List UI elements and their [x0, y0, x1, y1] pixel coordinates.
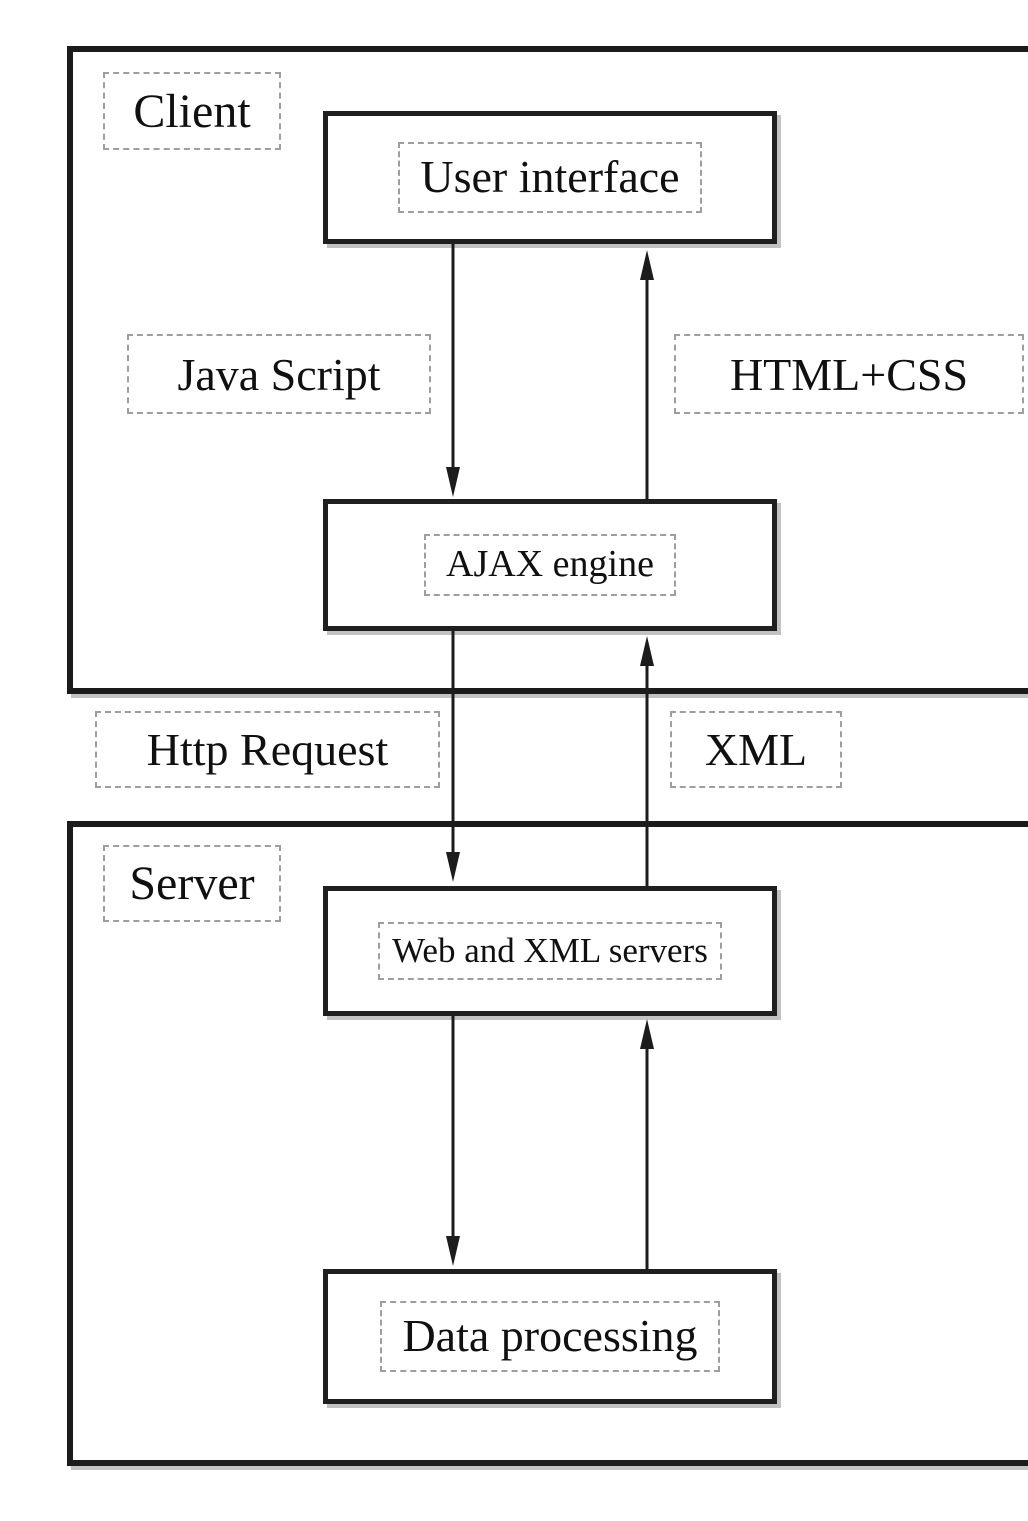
server-region-label: Server	[103, 845, 281, 922]
xml-edge-label: XML	[670, 711, 842, 788]
java-script-edge-label: Java Script	[127, 334, 431, 414]
data-processing-label: Data processing	[380, 1301, 720, 1372]
ajax-engine-node: AJAX engine	[323, 499, 777, 631]
http-request-edge-label: Http Request	[95, 711, 440, 788]
ajax-architecture-diagram: Client Server User interface AJAX engine…	[40, 16, 1028, 1505]
html-css-edge-label: HTML+CSS	[674, 334, 1024, 414]
ajax-engine-label: AJAX engine	[424, 534, 676, 596]
client-region-label: Client	[103, 72, 281, 150]
user-interface-label: User interface	[398, 142, 702, 213]
web-xml-servers-label: Web and XML servers	[378, 921, 722, 981]
web-xml-servers-node: Web and XML servers	[323, 886, 777, 1016]
user-interface-node: User interface	[323, 111, 777, 244]
data-processing-node: Data processing	[323, 1269, 777, 1404]
